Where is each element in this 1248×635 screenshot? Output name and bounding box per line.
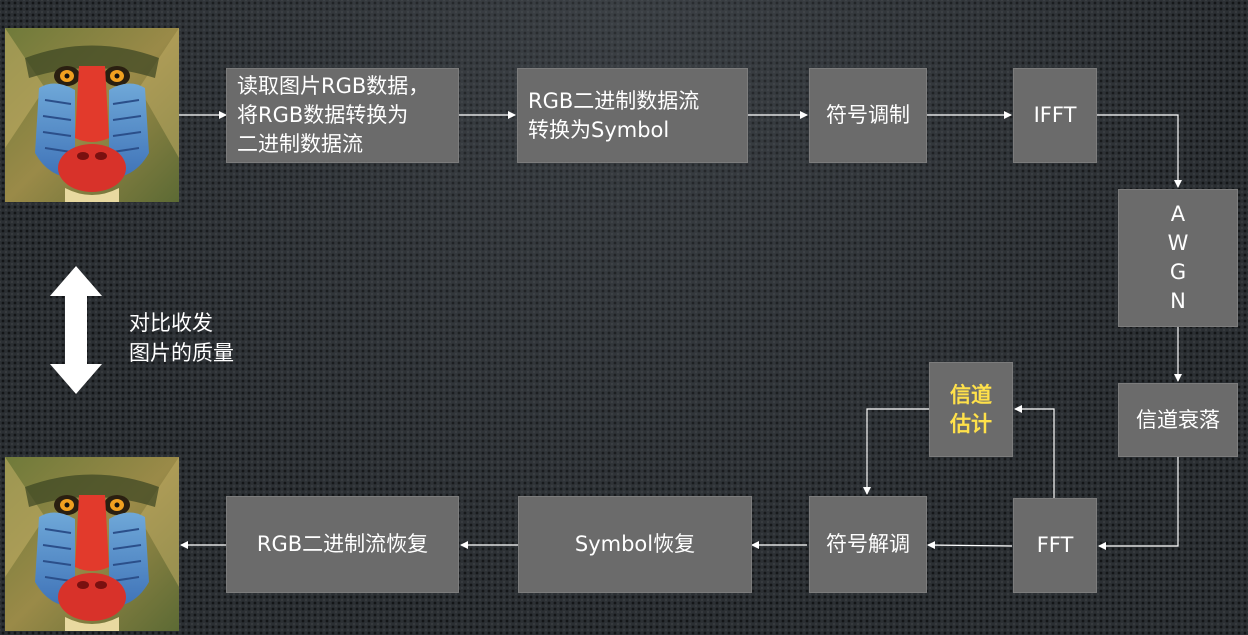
block-to-symbol: RGB二进制数据流 转换为Symbol: [517, 68, 748, 163]
arrow-fading-to-fft: [1098, 457, 1179, 550]
block-modulation: 符号调制: [809, 68, 927, 163]
block-ifft-label: IFFT: [1033, 103, 1077, 127]
block-rgb-recover: RGB二进制流恢复: [226, 496, 459, 593]
mandrill-image: [5, 457, 179, 631]
input-image: [5, 28, 179, 202]
block-symbol-recover: Symbol恢复: [518, 496, 752, 593]
block-channel-estimation: 信道 估计: [929, 362, 1013, 457]
block-awgn: A W G N: [1118, 189, 1238, 327]
arrow-estimation-to-demodulation: [863, 408, 929, 495]
block-to-symbol-label: RGB二进制数据流 转换为Symbol: [528, 88, 700, 142]
block-fft: FFT: [1013, 498, 1097, 593]
block-rgb-recover-label: RGB二进制流恢复: [256, 532, 429, 556]
block-demodulation-label: 符号解调: [826, 532, 910, 556]
block-read-rgb-label: 读取图片RGB数据， 将RGB数据转换为 二进制数据流: [237, 74, 430, 156]
output-image: [5, 457, 179, 631]
arrow-fft-to-estimation: [1014, 405, 1055, 498]
double-arrow-icon: [50, 266, 102, 394]
arrow-ifft-to-awgn: [1097, 114, 1182, 188]
block-fft-label: FFT: [1036, 533, 1074, 557]
block-channel-estimation-label: 信道 估计: [950, 382, 992, 436]
block-read-rgb: 读取图片RGB数据， 将RGB数据转换为 二进制数据流: [226, 68, 459, 163]
block-fading-label: 信道衰落: [1136, 407, 1220, 432]
arrow-fft-to-demodulation: [927, 541, 1013, 550]
block-ifft: IFFT: [1013, 68, 1097, 163]
block-modulation-label: 符号调制: [826, 103, 910, 127]
block-fading: 信道衰落: [1118, 383, 1238, 457]
compare-note: 对比收发 图片的质量: [129, 311, 234, 365]
block-demodulation: 符号解调: [809, 496, 927, 593]
block-awgn-label: A W G N: [1167, 202, 1189, 313]
block-symbol-recover-label: Symbol恢复: [574, 532, 696, 556]
mandrill-image: [5, 28, 179, 202]
